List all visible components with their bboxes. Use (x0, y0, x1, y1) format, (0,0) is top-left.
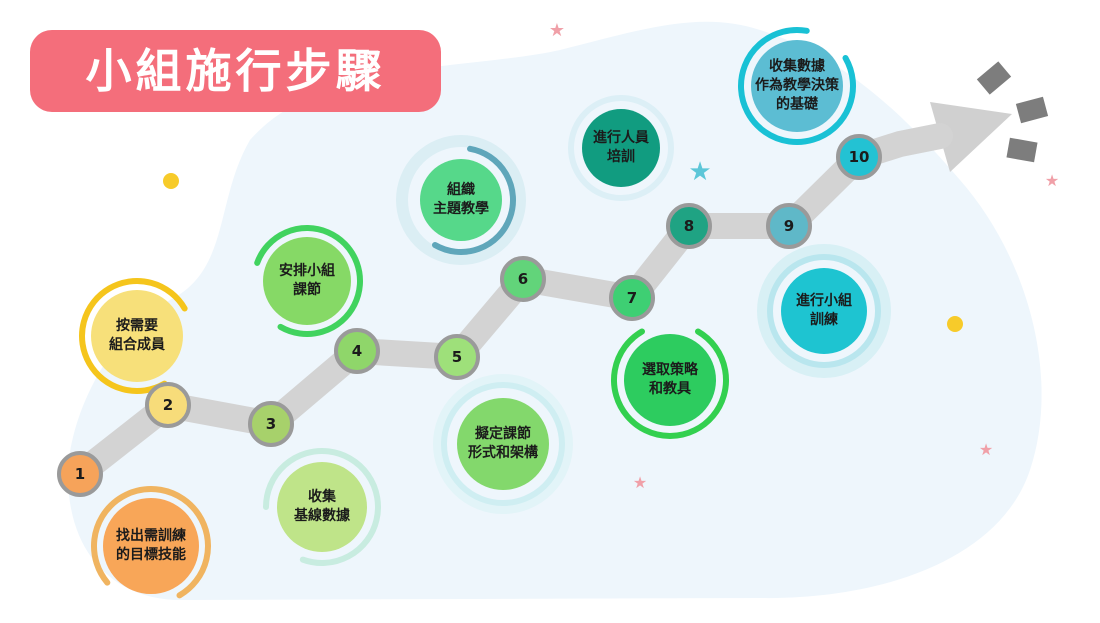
step-1-bubble (103, 498, 199, 594)
step-5-label-line: 形式和架構 (468, 445, 538, 461)
pink-star-icon: ★ (549, 20, 565, 41)
step-nodes (57, 134, 882, 497)
step-1-label-line: 的目標技能 (116, 547, 186, 563)
step-7-label: 選取策略和教具 (642, 361, 698, 399)
step-8-label-line: 培訓 (607, 149, 635, 165)
step-10-number: 10 (848, 148, 870, 166)
arrow-dashes (976, 61, 1049, 163)
step-bubbles (79, 27, 891, 599)
step-4-number: 4 (351, 342, 363, 360)
step-2-label: 按需要組合成員 (109, 317, 165, 355)
step-4-node (334, 328, 380, 374)
step-6-label: 組織主題教學 (433, 181, 489, 219)
step-7-label-line: 和教具 (649, 381, 691, 397)
pink-star-icon: ★ (1045, 171, 1059, 190)
step-7-number: 7 (626, 289, 638, 307)
blue-star-icon: ★ (688, 157, 711, 187)
title-banner (30, 30, 441, 112)
step-9-ring (766, 254, 881, 368)
step-2-bubble (91, 290, 183, 382)
step-4-label: 安排小組課節 (279, 262, 335, 300)
step-10-ring (738, 27, 856, 145)
step-10-label: 收集數據作為教學決策的基礎 (755, 58, 839, 115)
step-1-node (57, 451, 103, 497)
step-8-node (666, 203, 712, 249)
step-2-label-line: 按需要 (116, 318, 158, 334)
step-2-node (145, 382, 191, 428)
step-8-label: 進行人員培訓 (593, 129, 649, 167)
step-6-halo (396, 135, 526, 265)
step-1-ring (91, 486, 211, 599)
step-7-ring (611, 328, 729, 439)
step-6-ring (432, 145, 516, 255)
step-3-label-line: 基線數據 (294, 508, 350, 524)
step-7-node (609, 275, 655, 321)
step-2-number: 2 (162, 396, 174, 414)
step-3-number: 3 (265, 415, 277, 433)
step-3-label-line: 收集 (308, 489, 336, 505)
step-5-label-line: 擬定課節 (475, 426, 531, 442)
step-2-label-line: 組合成員 (109, 337, 165, 353)
step-1-label-line: 找出需訓練 (116, 528, 186, 544)
pink-star-icon: ★ (633, 473, 647, 492)
step-10-label-line: 的基礎 (776, 96, 818, 113)
step-4-ring (254, 225, 363, 337)
page-title: 小組施行步驟 (85, 44, 386, 98)
background-blob (67, 21, 1042, 601)
step-10-label-line: 收集數據 (769, 58, 825, 75)
step-5-halo (433, 374, 573, 514)
step-8-ring (567, 95, 674, 201)
step-10-bubble (751, 40, 843, 132)
step-5-node (434, 334, 480, 380)
step-4-label-line: 安排小組 (279, 263, 335, 279)
step-5-ring (440, 382, 565, 506)
step-3-bubble (277, 462, 367, 552)
step-9-halo (757, 244, 891, 378)
step-6-number: 6 (517, 270, 529, 288)
step-1-label: 找出需訓練的目標技能 (116, 527, 186, 565)
step-5-number: 5 (451, 348, 463, 366)
step-9-bubble (781, 268, 867, 354)
step-3-node (248, 401, 294, 447)
step-8-number: 8 (683, 217, 695, 235)
step-3-ring (263, 448, 381, 566)
step-7-label-line: 選取策略 (642, 362, 698, 378)
yellow-dot-icon (163, 173, 179, 189)
step-2-ring (79, 278, 188, 394)
step-4-bubble (263, 237, 351, 325)
step-8-bubble (582, 109, 660, 187)
yellow-dot-icon (947, 316, 963, 332)
step-7-bubble (624, 334, 716, 426)
pink-star-icon: ★ (979, 440, 993, 459)
step-4-label-line: 課節 (293, 282, 321, 298)
step-6-label-line: 主題教學 (433, 201, 489, 217)
step-9-node (766, 203, 812, 249)
step-8-label-line: 進行人員 (593, 130, 649, 146)
step-3-label: 收集基線數據 (294, 488, 350, 526)
step-5-bubble (457, 398, 549, 490)
step-10-node (836, 134, 882, 180)
step-6-label-line: 組織 (447, 182, 475, 198)
step-9-label: 進行小組訓練 (796, 292, 852, 330)
step-10-label-line: 作為教學決策 (755, 77, 839, 94)
step-6-bubble (420, 159, 502, 241)
step-9-number: 9 (783, 217, 795, 235)
step-1-number: 1 (74, 465, 86, 483)
arrow-head (930, 102, 1012, 172)
step-5-label: 擬定課節形式和架構 (468, 425, 538, 463)
step-9-label-line: 進行小組 (796, 293, 852, 309)
step-6-node (500, 256, 546, 302)
step-9-label-line: 訓練 (810, 312, 838, 328)
